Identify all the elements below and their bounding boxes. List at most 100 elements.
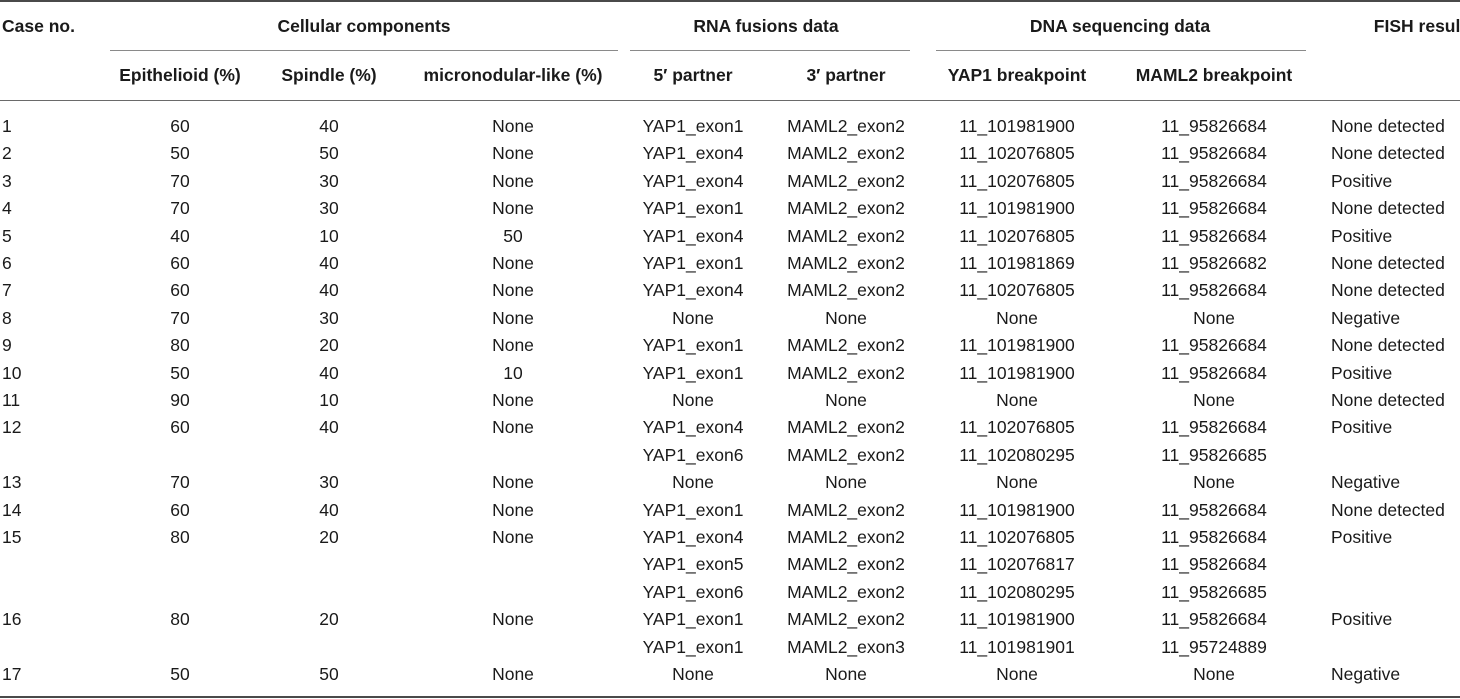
cell-partner5: YAP1_exon1 [642, 362, 744, 383]
cell-spindle: 10 [319, 390, 339, 410]
cell-partner3: None [825, 664, 867, 684]
cell-fish-result: Positive [1331, 527, 1393, 547]
cell-fish-result: Negative [1331, 307, 1401, 328]
cell-micronodular: None [492, 170, 534, 191]
cell-fish-result: Positive [1331, 225, 1393, 246]
cell-micronodular: None [492, 417, 534, 438]
cell-epithelioid: 80 [170, 527, 190, 547]
cell-yap1-breakpoint: 11_101981869 [959, 253, 1075, 273]
cell-case-no: 8 [2, 307, 12, 328]
cell-maml2-breakpoint: 11_95826684 [1161, 198, 1267, 219]
cell-epithelioid: 60 [170, 280, 190, 301]
cell-spindle: 20 [319, 527, 339, 547]
cell-partner5: None [672, 664, 714, 684]
cell-partner5: None [672, 390, 714, 410]
cell-partner3: MAML2_exon2 [787, 280, 905, 301]
cell-yap1-breakpoint: 11_102076805 [959, 280, 1075, 301]
header-dna-sequencing: DNA sequencing data [1029, 16, 1211, 36]
cell-partner5: YAP1_exon1 [642, 636, 744, 657]
cell-case-no: 12 [2, 417, 22, 438]
cell-fish-result: Positive [1331, 609, 1393, 630]
cell-yap1-breakpoint: 11_102076805 [959, 417, 1075, 438]
cell-micronodular: None [492, 335, 534, 356]
cell-case-no: 3 [2, 170, 12, 191]
cell-maml2-breakpoint: 11_95826684 [1161, 225, 1267, 246]
cell-yap1-breakpoint: 11_101981900 [959, 198, 1075, 219]
cell-fish-result: None detected [1331, 390, 1445, 410]
cell-maml2-breakpoint: 11_95826684 [1161, 170, 1267, 191]
cell-spindle: 40 [319, 280, 339, 301]
cell-fish-result: Negative [1331, 472, 1401, 493]
cell-yap1-breakpoint: 11_102080295 [959, 581, 1075, 602]
cell-partner3: None [825, 307, 867, 328]
cell-partner3: MAML2_exon2 [787, 225, 905, 246]
cell-micronodular: 10 [503, 362, 523, 383]
subheader-spindle: Spindle (%) [281, 65, 377, 85]
cell-yap1-breakpoint: 11_101981900 [959, 609, 1075, 630]
header-fish-result: FISH result [1373, 16, 1460, 36]
cell-maml2-breakpoint: 11_95826684 [1161, 417, 1267, 438]
cell-yap1-breakpoint: 11_102076805 [959, 225, 1075, 246]
cell-partner3: MAML2_exon3 [787, 636, 905, 657]
cell-partner3: MAML2_exon2 [787, 444, 905, 465]
cell-case-no: 15 [2, 527, 22, 547]
cell-maml2-breakpoint: 11_95724889 [1161, 636, 1267, 657]
cell-yap1-breakpoint: None [996, 664, 1038, 684]
cell-yap1-breakpoint: 11_102076805 [959, 527, 1075, 547]
cell-spindle: 50 [319, 143, 339, 164]
cell-maml2-breakpoint: 11_95826685 [1161, 581, 1267, 602]
cell-epithelioid: 70 [170, 198, 190, 219]
cell-spindle: 10 [319, 225, 339, 246]
cell-spindle: 50 [319, 664, 339, 684]
cell-epithelioid: 60 [170, 116, 190, 136]
cell-maml2-breakpoint: None [1193, 472, 1235, 493]
cell-maml2-breakpoint: None [1193, 390, 1235, 410]
cell-partner5: YAP1_exon4 [642, 280, 744, 301]
cell-partner3: MAML2_exon2 [787, 499, 905, 520]
cell-case-no: 6 [2, 253, 12, 273]
cell-case-no: 1 [2, 116, 12, 136]
cell-case-no: 14 [2, 499, 22, 520]
cell-partner3: MAML2_exon2 [787, 198, 905, 219]
cell-spindle: 30 [319, 170, 339, 191]
cell-micronodular: None [492, 472, 534, 493]
cell-partner5: YAP1_exon1 [642, 499, 744, 520]
cell-yap1-breakpoint: None [996, 390, 1038, 410]
cell-partner3: MAML2_exon2 [787, 335, 905, 356]
cell-partner5: YAP1_exon1 [642, 609, 744, 630]
cell-maml2-breakpoint: 11_95826684 [1161, 116, 1267, 136]
cell-yap1-breakpoint: 11_101981900 [959, 116, 1075, 136]
cell-fish-result: Negative [1331, 664, 1401, 684]
cell-partner5: YAP1_exon1 [642, 198, 744, 219]
cell-maml2-breakpoint: 11_95826682 [1161, 253, 1267, 273]
cell-micronodular: None [492, 527, 534, 547]
cell-partner5: None [672, 307, 714, 328]
cell-spindle: 40 [319, 362, 339, 383]
cell-partner5: YAP1_exon6 [642, 581, 744, 602]
cell-micronodular: None [492, 143, 534, 164]
cell-maml2-breakpoint: 11_95826684 [1161, 527, 1267, 547]
cell-yap1-breakpoint: 11_102076805 [959, 170, 1075, 191]
cell-partner5: YAP1_exon5 [642, 554, 744, 575]
cell-partner5: YAP1_exon1 [642, 116, 744, 136]
cell-partner3: MAML2_exon2 [787, 170, 905, 191]
cell-micronodular: None [492, 609, 534, 630]
header-rna-fusions: RNA fusions data [693, 16, 839, 36]
cell-fish-result: None detected [1331, 499, 1445, 520]
cell-yap1-breakpoint: 11_101981900 [959, 362, 1075, 383]
bottom-rule [0, 696, 1460, 698]
cell-maml2-breakpoint: 11_95826684 [1161, 362, 1267, 383]
header-rule [0, 100, 1460, 101]
cell-spindle: 20 [319, 335, 339, 356]
cell-yap1-breakpoint: None [996, 472, 1038, 493]
cell-micronodular: None [492, 390, 534, 410]
cell-maml2-breakpoint: 11_95826684 [1161, 143, 1267, 164]
cell-epithelioid: 70 [170, 170, 190, 191]
cell-partner3: None [825, 472, 867, 493]
cell-yap1-breakpoint: 11_102076805 [959, 143, 1075, 164]
cell-maml2-breakpoint: None [1193, 307, 1235, 328]
cell-spindle: 30 [319, 198, 339, 219]
cell-fish-result: None detected [1331, 143, 1445, 164]
cell-case-no: 9 [2, 335, 12, 356]
cell-maml2-breakpoint: 11_95826684 [1161, 280, 1267, 301]
